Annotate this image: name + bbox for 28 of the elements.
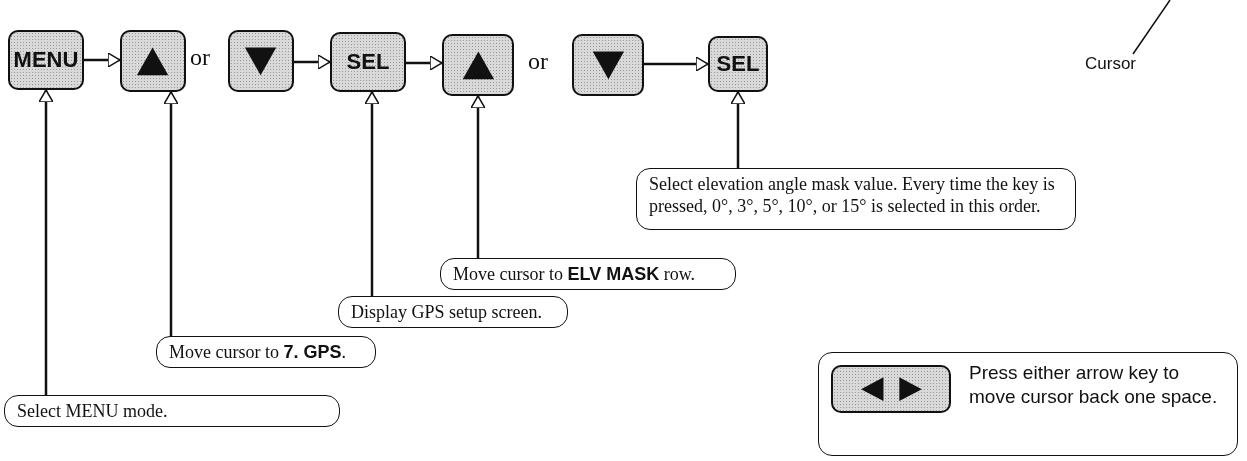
arrow [364,91,380,296]
callout-box: Move cursor to 7. GPS. [156,336,376,368]
sel-key: SEL [708,36,768,92]
connector-word: or [190,44,210,71]
left-right-arrow-key [831,365,951,413]
arrow [163,91,179,336]
callout-box: Move cursor to ELV MASK row. [440,258,736,290]
up-arrow-key [120,30,186,92]
connector-word: or [528,48,548,75]
arrow [730,91,746,168]
arrow [294,54,331,70]
down-arrow-key [572,34,644,96]
arrow [84,52,121,68]
arrow [470,95,486,258]
callout-box: Select elevation angle mask value. Every time the key is pressed, 0°, 3°, 5°, 10°, or 15° is selected in this order. [636,168,1076,230]
cursor-label: Cursor [1085,54,1145,76]
up-arrow-key [442,34,514,96]
leader-line [1132,0,1171,55]
down-arrow-key [228,30,294,92]
arrow [644,56,709,72]
arrow [406,55,443,71]
note-box [818,352,1238,456]
callout-box: Display GPS setup screen. [338,296,568,328]
instruction-text: Press either arrow key to move cursor back one space. [969,361,1219,409]
arrow [38,89,54,395]
sel-key: SEL [330,32,406,92]
menu-key: MENU [8,30,84,90]
callout-box: Select MENU mode. [4,395,340,427]
